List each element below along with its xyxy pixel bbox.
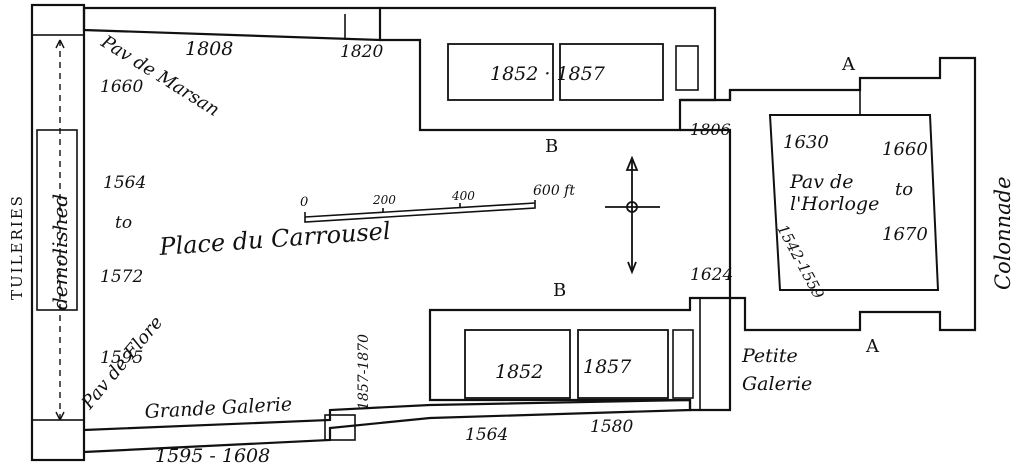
scale-tick-200: 200 (372, 193, 396, 207)
cour-carree (680, 56, 977, 332)
date-tuileries-south: 1572 (100, 267, 143, 287)
petite-label: Petite (741, 345, 798, 367)
scale-tick-600: 600 ft (533, 183, 575, 199)
scale-tick-0: 0 (300, 195, 308, 210)
date-south-1564: 1564 (465, 425, 508, 445)
block-a-top-label: A (841, 54, 856, 75)
date-tuileries-north: 1660 (100, 77, 143, 97)
date-gallery-south: 1595 - 1608 (155, 445, 270, 467)
north-arrow-icon (605, 155, 660, 275)
galerie-label: Galerie (742, 373, 812, 395)
grande-galerie-label: Grande Galerie (144, 393, 292, 423)
tuileries-wing (30, 3, 86, 462)
date-north-wing: 1808 (185, 38, 233, 60)
south-wing (428, 296, 732, 412)
date-corner-north: 1806 (690, 120, 731, 139)
pav-de-label: Pav de (789, 171, 853, 193)
date-south-1580: 1580 (590, 417, 633, 437)
date-pav-north: 1820 (340, 42, 383, 62)
date-south-court-right: 1857 (583, 356, 632, 378)
date-south-court-left: 1852 (495, 361, 543, 383)
date-corner-south: 1624 (690, 265, 733, 285)
north-wing (82, 6, 717, 132)
grande-galerie (83, 398, 692, 454)
scale-tick-400: 400 (451, 189, 475, 203)
place-du-carrousel-label: Place du Carrousel (157, 217, 391, 261)
date-flore: 1595 (100, 348, 143, 368)
date-cour-1660: 1660 (882, 139, 928, 160)
scale-bar (304, 200, 536, 223)
block-b-bottom-label: B (553, 280, 566, 301)
block-b-top-label: B (545, 136, 558, 157)
date-tuileries-to: to (115, 213, 132, 233)
date-cour-1670: 1670 (882, 224, 928, 245)
block-a-bottom-label: A (865, 336, 880, 357)
date-tuileries-mid: 1564 (103, 173, 146, 193)
colonnade-label: Colonnade (991, 176, 1015, 290)
date-gallery-pav: 1857-1870 (356, 334, 372, 410)
date-cour-to: to (895, 179, 913, 200)
lhorloge-label: l'Horloge (790, 193, 879, 215)
demolished-text: demolished (48, 194, 72, 310)
date-north-court: 1852 · 1857 (490, 63, 606, 85)
date-cour-1630: 1630 (783, 132, 829, 153)
tuileries-label: TUILERIES demolished (8, 194, 72, 310)
tuileries-text: TUILERIES (8, 194, 26, 300)
